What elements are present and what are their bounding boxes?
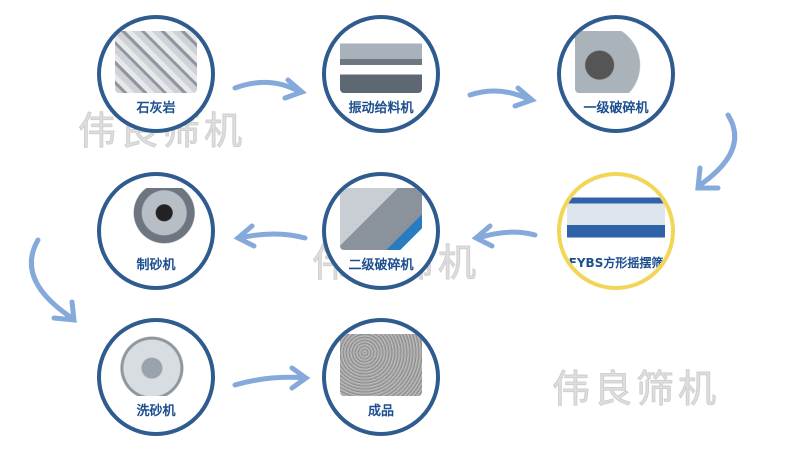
arrow-7 <box>232 365 311 391</box>
step-fybs-screen: FYBS方形摇摆筛 <box>557 172 675 290</box>
step-label: 石灰岩 <box>136 101 176 116</box>
step-sand-maker: 制砂机 <box>97 172 215 290</box>
arrow-6 <box>28 237 77 323</box>
step-finished-product: 成品 <box>322 318 440 436</box>
step-label: 一级破碎机 <box>583 101 649 116</box>
step-label: 二级破碎机 <box>348 258 414 273</box>
step-label: 制砂机 <box>136 258 176 273</box>
step-sand-washer: 洗砂机 <box>97 318 215 436</box>
arrow-4 <box>471 223 538 249</box>
arrow-5 <box>233 223 308 249</box>
watermark: 伟良筛机 <box>551 367 721 412</box>
square-tumbler-screen-image <box>567 188 665 250</box>
step-limestone: 石灰岩 <box>97 15 215 133</box>
step-vibrating-feeder: 振动给料机 <box>322 15 440 133</box>
jaw-crusher-image <box>575 31 657 93</box>
step-primary-crusher: 一级破碎机 <box>557 15 675 133</box>
arrow-3 <box>695 112 738 191</box>
step-label: FYBS方形摇摆筛 <box>568 256 664 270</box>
limestone-image <box>115 31 197 93</box>
step-label: 振动给料机 <box>348 101 414 116</box>
impact-crusher-image <box>340 188 422 250</box>
sand-washer-image <box>115 334 197 396</box>
step-secondary-crusher: 二级破碎机 <box>322 172 440 290</box>
vibrating-feeder-image <box>340 31 422 93</box>
sand-making-machine-image <box>115 188 197 250</box>
finished-sand-image <box>340 334 422 396</box>
step-label: 洗砂机 <box>136 404 176 419</box>
arrow-2 <box>467 85 537 109</box>
arrow-1 <box>232 77 307 101</box>
step-label: 成品 <box>367 404 394 419</box>
